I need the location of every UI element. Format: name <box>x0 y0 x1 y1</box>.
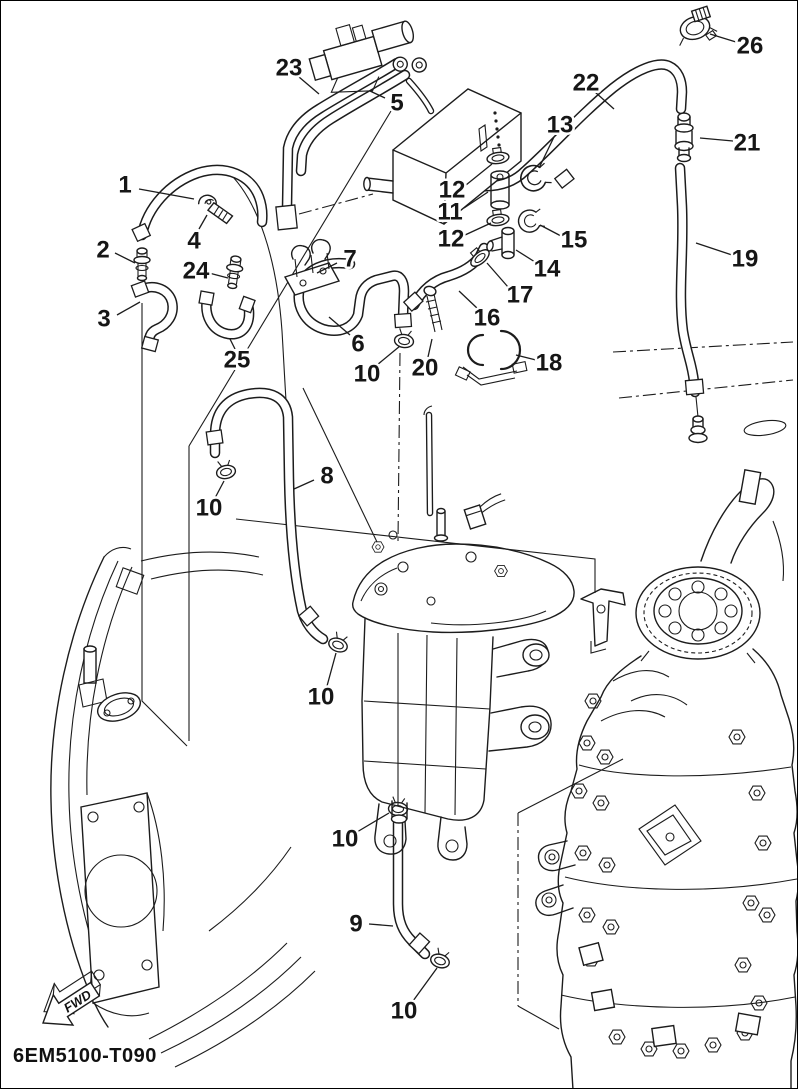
holder-7 <box>283 238 341 296</box>
callout-10b-label: 10 <box>196 495 223 522</box>
vent-pipe <box>423 405 434 517</box>
callout-12a-label: 12 <box>439 177 466 204</box>
callout-10e-leader <box>412 967 438 1002</box>
engine-bracket <box>580 588 626 654</box>
clip-15 <box>515 206 547 236</box>
callout-5-leader <box>369 90 386 99</box>
callout-11-label: 11 <box>437 199 462 226</box>
callout-9-leader <box>368 923 394 927</box>
solenoid-valve-assembly <box>308 20 427 93</box>
callout-10e-label: 10 <box>391 998 418 1025</box>
hose-5 <box>405 77 435 115</box>
callout-18-leader <box>515 354 537 361</box>
callout-24-leader <box>208 272 229 279</box>
callout-25-leader <box>229 338 236 350</box>
hose-9 <box>392 817 431 960</box>
callout-19-label: 19 <box>732 246 759 273</box>
callout-14-label: 14 <box>534 256 561 283</box>
callout-22-leader <box>594 91 615 110</box>
callout-9-label: 9 <box>349 911 362 938</box>
callout-26-label: 26 <box>737 33 764 60</box>
fitting-21 <box>674 112 694 163</box>
fitting-19-end <box>688 396 708 444</box>
callout-24-label: 24 <box>183 258 210 285</box>
callout-18-label: 18 <box>536 350 563 377</box>
callout-17-label: 17 <box>507 282 534 309</box>
callout-12a-leader <box>465 163 493 186</box>
callout-21-leader <box>699 137 734 142</box>
callout-25-label: 25 <box>224 347 251 374</box>
callout-10a-leader <box>376 345 401 366</box>
callout-10c-label: 10 <box>308 684 335 711</box>
callout-12b-leader <box>464 222 492 236</box>
callout-10b-leader <box>214 480 225 499</box>
callout-10d-leader <box>356 812 390 833</box>
hose-23-pair <box>275 57 411 231</box>
callout-20-leader <box>427 338 433 358</box>
callout-6-leader <box>328 316 351 336</box>
hose-clamps-10 <box>213 327 454 971</box>
callout-13-leader <box>538 136 555 169</box>
callout-14-leader <box>515 249 536 263</box>
clamp-4 <box>197 194 234 225</box>
callout-6-label: 6 <box>351 331 364 358</box>
exhaust-bracket <box>50 546 316 1068</box>
callout-7-leader <box>316 262 338 274</box>
callout-5-label: 5 <box>390 90 403 117</box>
callout-19-leader <box>695 242 733 256</box>
callout-21-label: 21 <box>734 130 761 157</box>
hose-16 <box>402 242 490 313</box>
clamp-26 <box>679 5 718 46</box>
hose-3 <box>130 280 178 353</box>
callout-4-label: 4 <box>187 228 201 255</box>
callout-23-label: 23 <box>276 55 303 82</box>
callout-11-leader <box>463 191 489 209</box>
fitting-2 <box>133 247 151 282</box>
callout-10d-label: 10 <box>332 826 359 853</box>
callout-8-leader <box>293 479 315 490</box>
joint-14 <box>486 226 515 260</box>
canister <box>363 88 522 225</box>
hose-8 <box>205 387 329 645</box>
fitting-24 <box>223 254 245 291</box>
part-code: 6EM5100-T090 <box>13 1045 157 1067</box>
screw-20 <box>423 285 443 333</box>
hose-19 <box>674 162 705 398</box>
callout-15-label: 15 <box>561 227 588 254</box>
callout-10c-leader <box>326 652 337 687</box>
callout-16-label: 16 <box>474 305 501 332</box>
callout-23-leader <box>298 76 320 95</box>
callout-1-leader <box>138 188 195 200</box>
callout-22-label: 22 <box>573 70 600 97</box>
flywheel <box>635 566 761 660</box>
callout-8-label: 8 <box>320 463 333 490</box>
callout-20-label: 20 <box>412 355 439 382</box>
callout-2-label: 2 <box>96 237 109 264</box>
callout-13-label: 13 <box>547 112 574 139</box>
callout-10a-label: 10 <box>354 361 381 388</box>
callout-12b-label: 12 <box>438 226 465 253</box>
vapor-separator-assembly <box>351 493 575 861</box>
callout-2-leader <box>114 252 136 264</box>
callout-4-leader <box>198 214 208 230</box>
callout-16-leader <box>458 290 479 310</box>
callout-3-leader <box>116 301 141 316</box>
callout-1-label: 1 <box>118 172 131 199</box>
spacer-11 <box>490 170 510 210</box>
callout-15-leader <box>539 224 562 237</box>
callout-17-leader <box>486 262 509 288</box>
hose-25 <box>198 290 256 340</box>
holder-18 <box>454 329 528 386</box>
callout-3-label: 3 <box>97 306 110 333</box>
callout-26-leader <box>709 33 737 43</box>
callout-layer: 1234567891010101010111212131415161718192… <box>94 30 766 1027</box>
hose-1 <box>131 164 268 243</box>
engine-block <box>535 469 797 1088</box>
callout-7-label: 7 <box>343 246 356 273</box>
